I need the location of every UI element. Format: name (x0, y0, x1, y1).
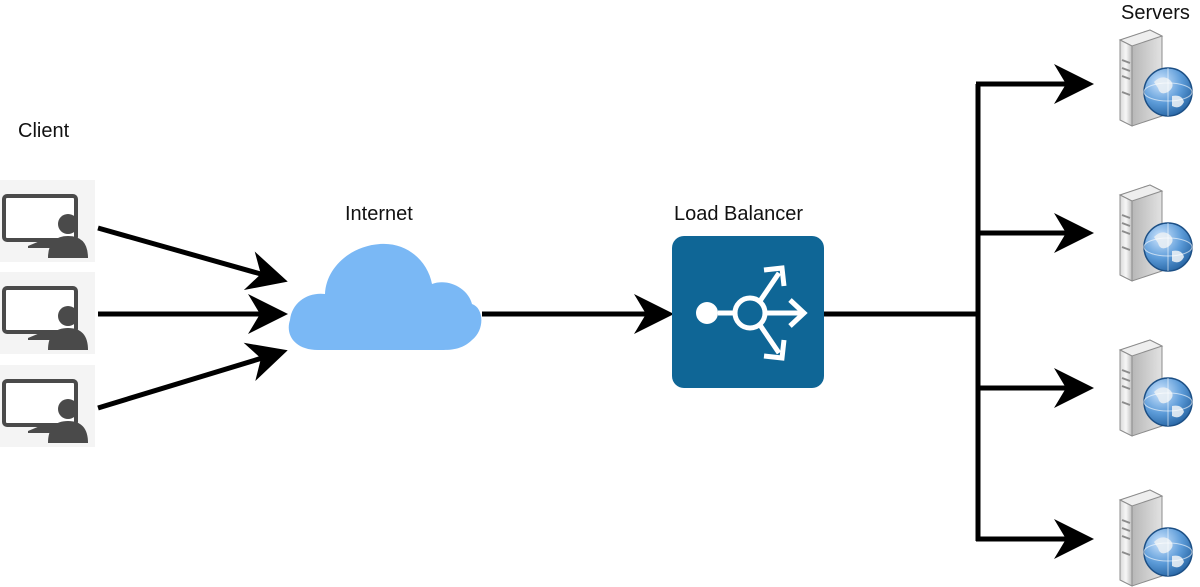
web-server-icon (1119, 29, 1193, 127)
internet-label: Internet (345, 203, 413, 225)
web-server-icon (1119, 489, 1193, 587)
server-distribution (824, 64, 1094, 559)
client-1-arrow (97, 225, 288, 290)
client-label: Client (18, 120, 70, 142)
client-group (0, 178, 97, 449)
servers-label: Servers (1121, 2, 1190, 24)
web-server-icon (1119, 184, 1193, 282)
cloud-icon (288, 243, 482, 350)
user-computer-icon (0, 178, 97, 264)
server-group (1119, 29, 1193, 587)
user-computer-icon (0, 363, 97, 449)
client-arrows (97, 225, 288, 411)
user-computer-icon (0, 270, 97, 356)
load-balancer-icon (672, 236, 824, 388)
load-balancer-label: Load Balancer (674, 203, 803, 225)
client-3-arrow (97, 342, 288, 411)
web-server-icon (1119, 339, 1193, 437)
